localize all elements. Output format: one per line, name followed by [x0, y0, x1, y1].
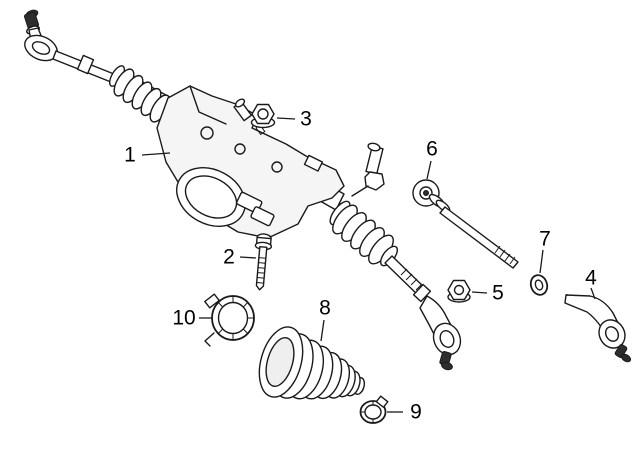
rack-fitting — [351, 142, 385, 197]
steering-gear-assembly[interactable] — [21, 9, 465, 371]
callout-10[interactable]: 10 — [172, 306, 196, 330]
washer-7[interactable] — [528, 273, 549, 297]
hex-nut-3[interactable] — [250, 103, 276, 129]
leader-lines — [141, 117, 596, 413]
right-boot — [329, 200, 399, 267]
callout-2[interactable]: 2 — [223, 245, 235, 269]
callout-1[interactable]: 1 — [124, 143, 136, 167]
right-tie-rod-end — [384, 255, 462, 371]
gear-housing — [156, 85, 345, 239]
callout-4[interactable]: 4 — [585, 266, 597, 290]
callout-7[interactable]: 7 — [539, 227, 551, 251]
inner-tie-rod-6[interactable] — [412, 179, 519, 269]
hex-nut-5[interactable] — [447, 279, 471, 303]
outer-tie-rod-4[interactable] — [564, 293, 632, 363]
callout-5[interactable]: 5 — [492, 281, 504, 305]
mounting-bolt-2[interactable] — [252, 233, 273, 291]
callout-8[interactable]: 8 — [319, 296, 331, 320]
callout-9[interactable]: 9 — [410, 400, 422, 424]
boot-clamp-10[interactable] — [204, 293, 255, 347]
left-tie-rod-end — [23, 9, 120, 85]
callout-6[interactable]: 6 — [426, 137, 438, 161]
callout-3[interactable]: 3 — [300, 107, 312, 131]
boot-clamp-9[interactable] — [359, 395, 389, 424]
steering-boot-8[interactable] — [252, 322, 366, 403]
